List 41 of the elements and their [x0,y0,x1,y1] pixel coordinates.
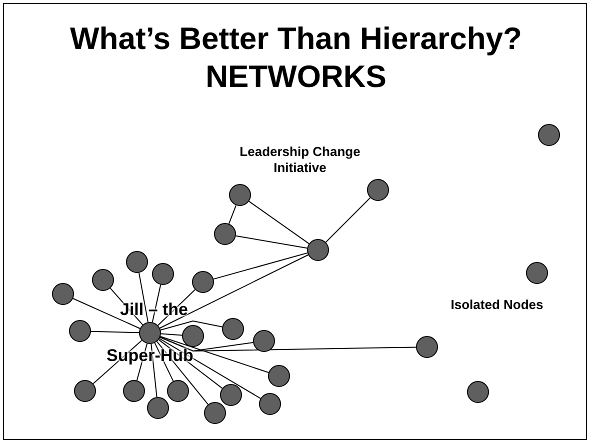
connector-line [160,333,183,336]
network-node-circle [214,223,236,245]
network-node-circle [307,239,329,261]
connector-line [160,336,416,352]
network-node-circle [52,283,74,305]
network-node-circle [182,325,204,347]
connector-line [160,336,270,374]
network-node-circle [152,263,174,285]
network-node-circle [253,330,275,352]
network-node-circle [69,320,91,342]
network-node-circle [526,262,548,284]
network-node-circle [139,322,161,344]
group-label: Isolated Nodes [450,297,544,313]
network-node-circle [367,179,389,201]
cluster-label: Leadership Change Initiative [238,144,362,176]
connector-line [235,235,308,249]
connector-line [213,252,308,280]
connector-line [248,200,310,244]
connector-line [160,320,223,331]
connector-line [72,298,140,329]
network-node-circle [416,336,438,358]
network-node-circle [268,365,290,387]
network-node-circle [204,402,226,424]
network-node-circle [147,397,169,419]
network-node-circle [92,269,114,291]
network-node-circle [229,184,251,206]
connector-line [325,197,371,243]
network-node-circle [192,271,214,293]
slide-title: What’s Better Than Hierarchy? NETWORKS [69,20,523,96]
network-node-circle [123,380,145,402]
network-node-circle [126,251,148,273]
network-node-circle [220,384,242,406]
network-node-circle [259,393,281,415]
network-node-circle [74,380,96,402]
network-node-circle [538,124,560,146]
connector-line [90,330,140,334]
network-node-circle [467,381,489,403]
network-node-circle [222,318,244,340]
connector-line [228,204,237,224]
network-node-circle [167,380,189,402]
connector-line [159,254,309,329]
